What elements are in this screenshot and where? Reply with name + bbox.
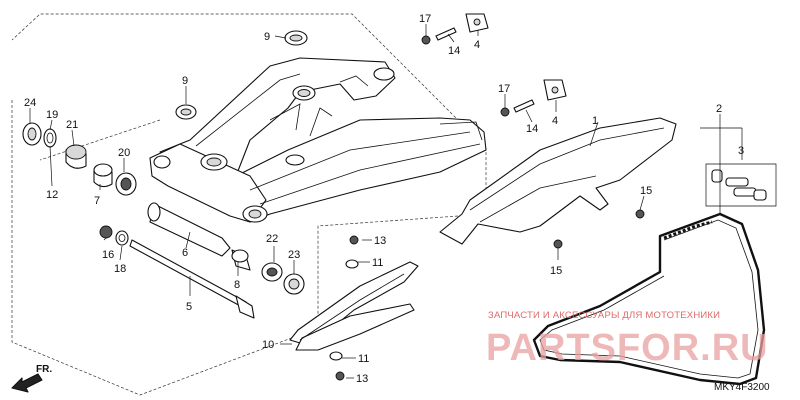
front-direction-arrow: FR. <box>11 364 52 393</box>
chain-joint-kit <box>705 163 777 207</box>
swingarm-body <box>149 57 487 223</box>
callout-1: 1 <box>592 115 598 127</box>
grommet-lower-inner <box>180 108 192 116</box>
callout-8: 8 <box>234 279 240 291</box>
assembly-boundary-divider <box>39 119 161 161</box>
slider-screw-upper <box>349 235 359 245</box>
watermark-brand: PARTSFOR.RU <box>486 327 769 369</box>
callout-18: 18 <box>114 263 126 275</box>
callout-21: 21 <box>66 119 78 131</box>
chain-adjuster-lower <box>500 79 567 117</box>
callout-14-upper: 14 <box>448 45 460 57</box>
callout-10: 10 <box>262 339 274 351</box>
assembly-boundary <box>11 13 487 396</box>
chain-adjuster-upper <box>421 13 489 45</box>
chain-slider <box>289 261 419 351</box>
callout-22: 22 <box>266 233 278 245</box>
callout-17-upper: 17 <box>419 13 431 25</box>
callout-5: 5 <box>186 301 192 313</box>
slider-collar-lower <box>329 351 343 361</box>
slider-screw-lower <box>335 371 345 381</box>
callout-14-lower: 14 <box>526 123 538 135</box>
callout-3: 3 <box>738 145 744 157</box>
callout-20: 20 <box>118 147 130 159</box>
callout-15-upper: 15 <box>640 185 652 197</box>
chain-case <box>439 117 677 245</box>
leader-lines <box>29 24 721 379</box>
callout-15-lower: 15 <box>550 265 562 277</box>
slider-collar-upper <box>345 259 359 269</box>
callout-11-upper: 11 <box>372 257 383 269</box>
chain-group-bracket <box>700 127 743 214</box>
callout-4-upper: 4 <box>474 39 480 51</box>
drive-chain <box>532 212 766 386</box>
callout-7: 7 <box>94 195 100 207</box>
diagram-code: MKY4F3200 <box>714 382 770 393</box>
pivot-bearing-stack <box>22 122 137 196</box>
callout-13-lower: 13 <box>356 373 368 385</box>
watermark-subtitle: ЗАПЧАСТИ И АКСЕССУАРЫ ДЛЯ МОТОТЕХНИКИ <box>488 310 720 321</box>
callout-13-upper: 13 <box>374 235 386 247</box>
callout-24: 24 <box>24 97 36 109</box>
callout-9-upper: 9 <box>264 31 270 43</box>
callout-labels: 17 14 4 9 9 17 14 4 1 2 3 15 15 24 19 21… <box>24 13 744 385</box>
direction-label: FR. <box>36 364 52 375</box>
pivot-collar-set <box>147 202 305 295</box>
callout-19: 19 <box>46 109 58 121</box>
callout-11-lower: 11 <box>358 353 369 365</box>
callout-12: 12 <box>46 189 58 201</box>
callout-17-lower: 17 <box>498 83 510 95</box>
case-bolt-upper <box>635 209 645 219</box>
callout-4-lower: 4 <box>552 115 558 127</box>
callout-16: 16 <box>102 249 114 261</box>
callout-9-lower: 9 <box>182 75 188 87</box>
callout-6: 6 <box>182 247 188 259</box>
case-bolt-lower <box>553 239 563 249</box>
grommet-upper-inner <box>289 34 303 42</box>
pivot-shaft <box>99 225 255 319</box>
callout-23: 23 <box>288 249 300 261</box>
callout-2: 2 <box>716 103 722 115</box>
